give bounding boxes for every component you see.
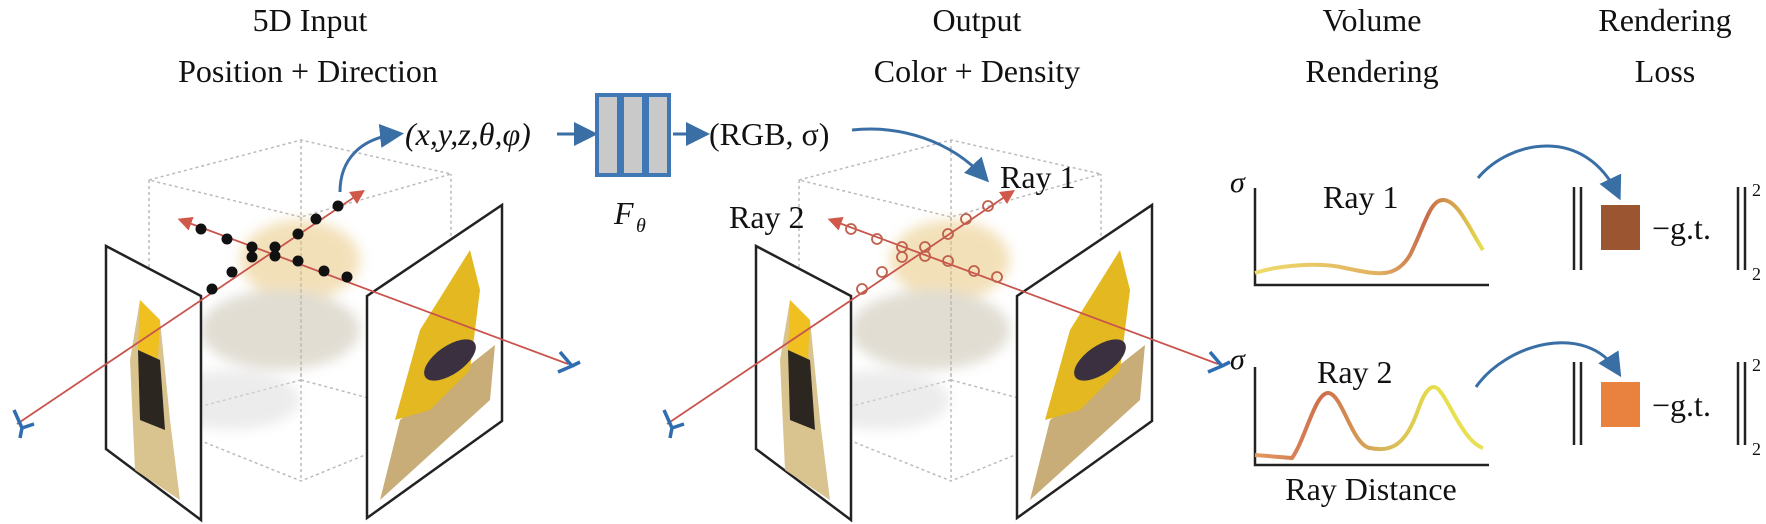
header-volume-line2: Rendering	[1305, 53, 1438, 89]
right-image-plane	[1015, 202, 1154, 521]
header-loss-line1: Rendering	[1598, 2, 1731, 38]
norm-bar-left	[1572, 187, 1583, 270]
rendered-color-swatch	[1601, 382, 1640, 427]
sample-point	[896, 241, 908, 253]
density-plot-ray1: σ Ray 1	[1230, 166, 1489, 287]
sample-points	[845, 200, 1003, 295]
plot2-ylabel: σ	[1230, 343, 1246, 376]
rendered-color-swatch	[1601, 205, 1640, 250]
ray-1	[666, 189, 1015, 425]
loss2-term: −g.t.	[1652, 387, 1711, 423]
sample-point	[246, 251, 258, 263]
sample-point	[318, 265, 330, 277]
norm-bar-left	[1572, 362, 1583, 445]
left-image-plane	[104, 243, 203, 523]
sample-point	[206, 283, 218, 295]
sample-point	[871, 233, 883, 245]
loss-term-ray2: −g.t. 2 2	[1572, 355, 1761, 459]
plot1-ylabel: σ	[1230, 166, 1246, 199]
sample-point	[919, 241, 931, 253]
scene-input	[12, 123, 581, 523]
density-plot-ray2: σ Ray 2 Ray Distance	[1230, 343, 1489, 507]
scene-output	[662, 139, 1231, 523]
sample-point	[991, 271, 1003, 283]
network-subscript: θ	[636, 215, 646, 237]
plot2-density-curve	[1254, 384, 1484, 461]
plot1-title: Ray 1	[1323, 179, 1399, 215]
sample-point	[942, 228, 954, 240]
sample-points	[195, 200, 353, 295]
sample-point	[982, 200, 994, 212]
sample-point	[968, 265, 980, 277]
sample-point	[269, 241, 281, 253]
ray-2	[827, 217, 1219, 365]
sample-point	[269, 250, 281, 262]
norm-bar-right	[1736, 187, 1747, 270]
header-input-line1: 5D Input	[253, 2, 368, 38]
sample-point	[919, 250, 931, 262]
sample-point	[310, 213, 322, 225]
input-tuple: (x,y,z,θ,φ)	[405, 116, 531, 152]
sample-point	[960, 213, 972, 225]
header-loss-line2: Loss	[1635, 53, 1695, 89]
plot1-density-curve	[1254, 197, 1485, 276]
sample-point	[292, 255, 304, 267]
plot2-title: Ray 2	[1317, 354, 1393, 390]
header-output-line2: Color + Density	[874, 53, 1080, 89]
loss2-sub: 2	[1752, 439, 1761, 459]
right-image-plane	[365, 202, 504, 521]
loss2-sup: 2	[1752, 355, 1761, 375]
camera-eye-icon	[557, 350, 581, 374]
render-arrow-ray2	[1474, 341, 1622, 388]
sample-point	[856, 283, 868, 295]
plot2-axes	[1253, 367, 1489, 467]
sample-point	[226, 266, 238, 278]
sample-point	[332, 200, 344, 212]
ray-a	[16, 189, 365, 425]
sample-point	[221, 233, 233, 245]
sample-point	[292, 228, 304, 240]
ray-b	[177, 217, 569, 365]
sample-point	[845, 223, 857, 235]
norm-bar-right	[1736, 362, 1747, 445]
loss1-sub: 2	[1752, 264, 1761, 284]
plot1-axes	[1253, 188, 1489, 287]
header-input-line2: Position + Direction	[178, 53, 438, 89]
sample-point	[876, 266, 888, 278]
network-name: F	[613, 195, 634, 231]
sample-to-input-arrow	[338, 123, 404, 193]
loss-term-ray1: −g.t. 2 2	[1572, 180, 1761, 284]
loss1-sup: 2	[1752, 180, 1761, 200]
sample-point	[195, 223, 207, 235]
output-to-ray-arrow	[851, 127, 990, 183]
ray2-scene-label: Ray 2	[729, 199, 805, 235]
header-volume-line1: Volume	[1323, 2, 1422, 38]
sample-point	[341, 271, 353, 283]
ray1-scene-label: Ray 1	[1000, 159, 1076, 195]
camera-eye-icon	[12, 409, 35, 439]
plot2-xlabel: Ray Distance	[1285, 471, 1457, 507]
output-tuple: (RGB, σ)	[709, 116, 829, 152]
left-image-plane	[754, 243, 853, 523]
sample-point	[942, 255, 954, 267]
header-output-line1: Output	[933, 2, 1022, 38]
mlp-network-icon	[595, 93, 671, 177]
camera-eye-icon	[1207, 350, 1231, 374]
sample-point	[246, 241, 258, 253]
camera-eye-icon	[662, 409, 685, 439]
render-arrow-ray1	[1476, 144, 1622, 201]
loss1-term: −g.t.	[1652, 210, 1711, 246]
